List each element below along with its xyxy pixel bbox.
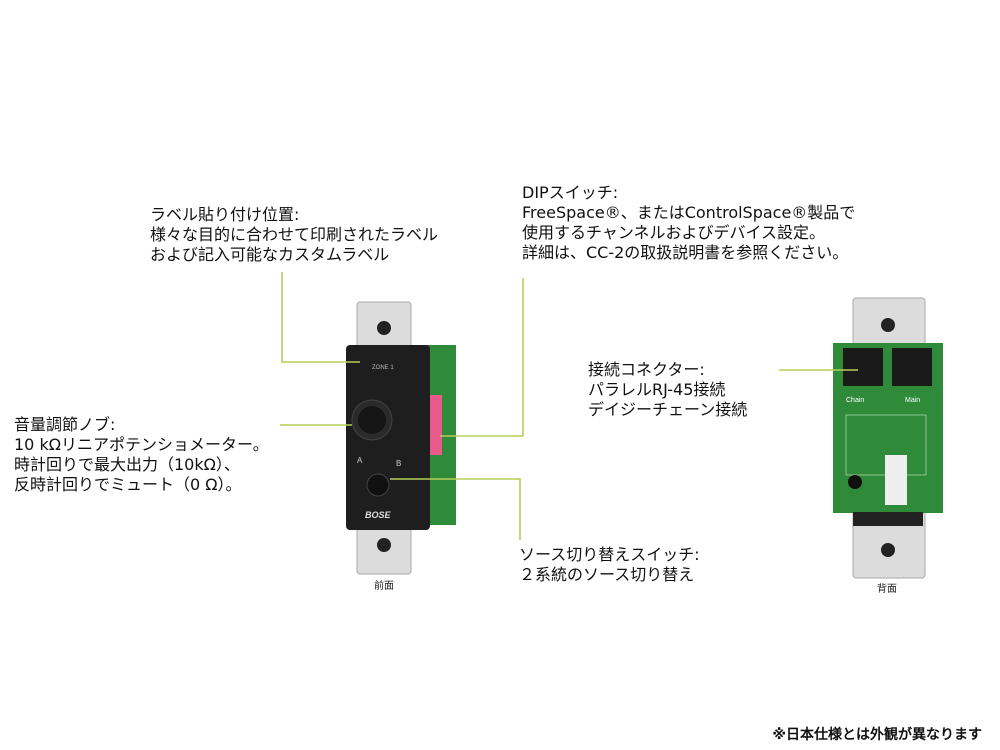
callout-line: および記入可能なカスタムラベル: [150, 245, 390, 264]
callout-line: ２系統のソース切り替え: [519, 565, 695, 584]
front-device: ZONE 1 A B BOSE: [346, 301, 456, 575]
front-faceplate: [346, 345, 430, 530]
source-switch-knob[interactable]: [366, 473, 390, 497]
back-device: Chain Main: [833, 297, 943, 579]
callout-connector: 接続コネクター: パラレルRJ-45接続 デイジーチェーン接続: [588, 360, 747, 420]
front-bottom-screw: [377, 538, 391, 552]
callout-line: 様々な目的に合わせて印刷されたラベル: [150, 225, 439, 244]
callout-line: ソース切り替えスイッチ:: [519, 545, 700, 564]
callout-label-position: ラベル貼り付け位置: 様々な目的に合わせて印刷されたラベル および記入可能なカス…: [150, 205, 438, 265]
callout-line: 詳細は、CC-2の取扱説明書を参照ください。: [522, 243, 849, 262]
caption-front: 前面: [374, 581, 394, 592]
back-bottom-screw: [881, 543, 895, 557]
callout-line: 時計回りで最大出力（10kΩ）、: [14, 455, 240, 474]
callout-line: ラベル貼り付け位置:: [150, 205, 300, 224]
pcb-label-sticker: [885, 455, 907, 505]
callout-volume-knob: 音量調節ノブ: 10 kΩリニアポテンショメーター。 時計回りで最大出力（10k…: [14, 415, 269, 495]
callout-line: 10 kΩリニアポテンショメーター。: [14, 435, 269, 454]
volume-knob-cap: [358, 406, 386, 434]
rj45-port-chain: [843, 348, 883, 386]
caption-back: 背面: [877, 584, 897, 595]
port-label-chain: Chain: [846, 397, 864, 404]
callout-line: 音量調節ノブ:: [14, 415, 116, 434]
leader-source-switch: [390, 478, 521, 540]
callout-line: FreeSpace®、またはControlSpace®製品で: [522, 203, 856, 222]
callout-line: 使用するチャンネルおよびデバイス設定。: [522, 223, 826, 242]
back-top-screw: [881, 318, 895, 332]
brand-logo: BOSE: [365, 510, 392, 520]
back-bottom-bar: [853, 512, 923, 526]
back-pot-body: [848, 475, 862, 489]
switch-label-b: B: [396, 459, 401, 468]
leader-label-position: [281, 272, 360, 363]
callout-line: パラレルRJ-45接続: [588, 380, 726, 399]
rj45-port-main: [892, 348, 932, 386]
leader-dip-switch: [440, 278, 524, 437]
callout-line: デイジーチェーン接続: [588, 400, 748, 419]
port-label-main: Main: [905, 397, 920, 404]
switch-label-a: A: [357, 456, 363, 465]
zone-label: ZONE 1: [372, 365, 394, 371]
appearance-footnote: ※日本仕様とは外観が異なります: [772, 727, 982, 743]
callout-line: 接続コネクター:: [588, 360, 705, 379]
dip-switch-block: [428, 395, 442, 455]
leader-lines: [280, 272, 858, 540]
callout-dip-switch: DIPスイッチ: FreeSpace®、またはControlSpace®製品で …: [522, 183, 855, 263]
front-top-screw: [377, 321, 391, 335]
callout-line: DIPスイッチ:: [522, 183, 619, 202]
callout-line: 反時計回りでミュート（0 Ω）。: [14, 475, 242, 494]
callout-source-switch: ソース切り替えスイッチ: ２系統のソース切り替え: [519, 545, 700, 585]
